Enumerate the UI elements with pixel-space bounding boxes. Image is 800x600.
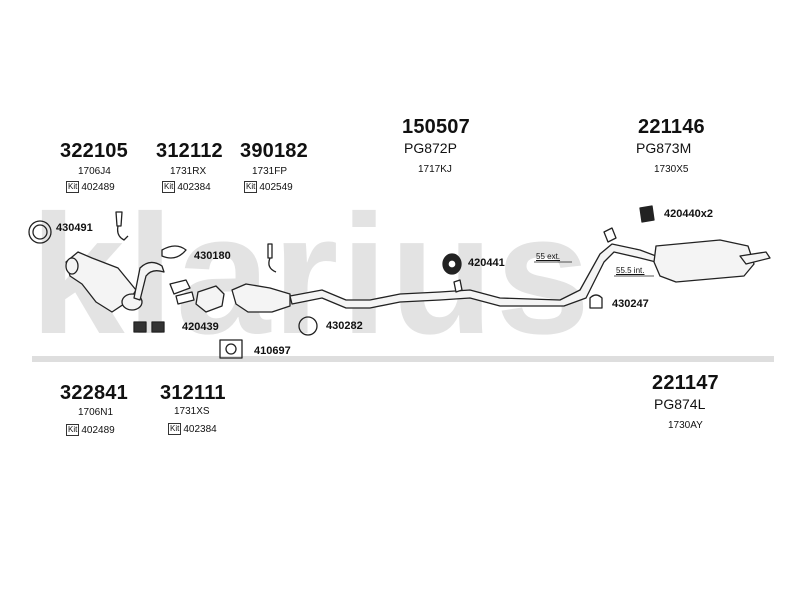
- part-number-312112: 312112: [156, 140, 223, 162]
- kit-number: 402489: [81, 424, 115, 436]
- code-1706J4: 1706J4: [78, 166, 111, 177]
- clamp-430247: [589, 294, 603, 309]
- kit-badge: Kit: [168, 423, 182, 435]
- code-1717KJ: 1717KJ: [418, 164, 452, 175]
- kit-badge: Kit: [66, 424, 80, 436]
- pipe-hanger-icon: [603, 227, 617, 243]
- mount-420439-a: [133, 321, 147, 333]
- sensor-2-cable: [268, 257, 277, 273]
- ref-430491: 430491: [56, 222, 93, 234]
- ref-420440x2: 420440x2: [664, 208, 713, 220]
- clamp-430282: [298, 316, 318, 336]
- kit-number: 402489: [81, 181, 115, 193]
- kit-badge: Kit: [162, 181, 176, 193]
- kit-number: 402549: [259, 181, 293, 193]
- sensor-cable: [116, 225, 129, 241]
- alt-number-PG874L: PG874L: [654, 396, 706, 412]
- kit-number: 402384: [183, 423, 217, 435]
- kit-badge: Kit: [66, 181, 80, 193]
- part-number-150507: 150507: [402, 116, 470, 138]
- clamp-ring-inner-430491: [32, 224, 48, 240]
- converter-part: [231, 283, 291, 313]
- kit-badge: Kit: [244, 181, 258, 193]
- code-1730X5: 1730X5: [654, 164, 689, 175]
- catalyst-flange: [65, 257, 79, 275]
- ref-410697: 410697: [254, 345, 291, 357]
- part-number-221146: 221146: [638, 116, 705, 138]
- gasket-430180: [161, 245, 187, 259]
- tailpipe-part: [739, 251, 771, 265]
- center-hanger-icon: [453, 279, 463, 293]
- flange-410697-hole: [225, 343, 237, 355]
- mount-420439-b: [151, 321, 165, 333]
- code-1731XS: 1731XS: [174, 406, 210, 417]
- hanger-420441-hole: [447, 259, 457, 269]
- part-number-221147: 221147: [652, 372, 719, 394]
- ref-430282: 430282: [326, 320, 363, 332]
- dimension-55-5-int: 55.5 int.: [616, 266, 645, 275]
- kit-number: 402384: [177, 181, 211, 193]
- code-1706N1: 1706N1: [78, 407, 114, 418]
- mid-catalyst-part: [195, 285, 225, 313]
- ref-420441: 420441: [468, 257, 505, 269]
- ref-430247: 430247: [612, 298, 649, 310]
- ref-420439: 420439: [182, 321, 219, 333]
- hanger-420440: [639, 205, 655, 223]
- clamp-ring-430491: [28, 220, 52, 244]
- sensor-icon: [115, 211, 123, 227]
- center-pipe-part: [289, 243, 657, 309]
- code-1730AY: 1730AY: [668, 420, 703, 431]
- part-number-312111: 312111: [160, 382, 226, 404]
- flange-410697: [219, 339, 243, 359]
- part-number-322841: 322841: [60, 382, 128, 404]
- dimension-55-ext: 55 ext.: [536, 252, 561, 261]
- part-number-390182: 390182: [240, 140, 308, 162]
- alt-number-PG873M: PG873M: [636, 140, 692, 156]
- sensor-2-icon: [267, 243, 273, 259]
- ref-430180: 430180: [194, 250, 231, 262]
- bent-pipe-part: [133, 261, 165, 301]
- bolt-set-part-2: [175, 291, 195, 305]
- divider-bar: [32, 356, 774, 362]
- code-1731FP: 1731FP: [252, 166, 288, 177]
- part-number-322105: 322105: [60, 140, 128, 162]
- bolt-set-part: [169, 279, 191, 295]
- rear-silencer-part: [653, 239, 755, 283]
- code-1731RX: 1731RX: [170, 166, 207, 177]
- alt-number-PG872P: PG872P: [404, 140, 457, 156]
